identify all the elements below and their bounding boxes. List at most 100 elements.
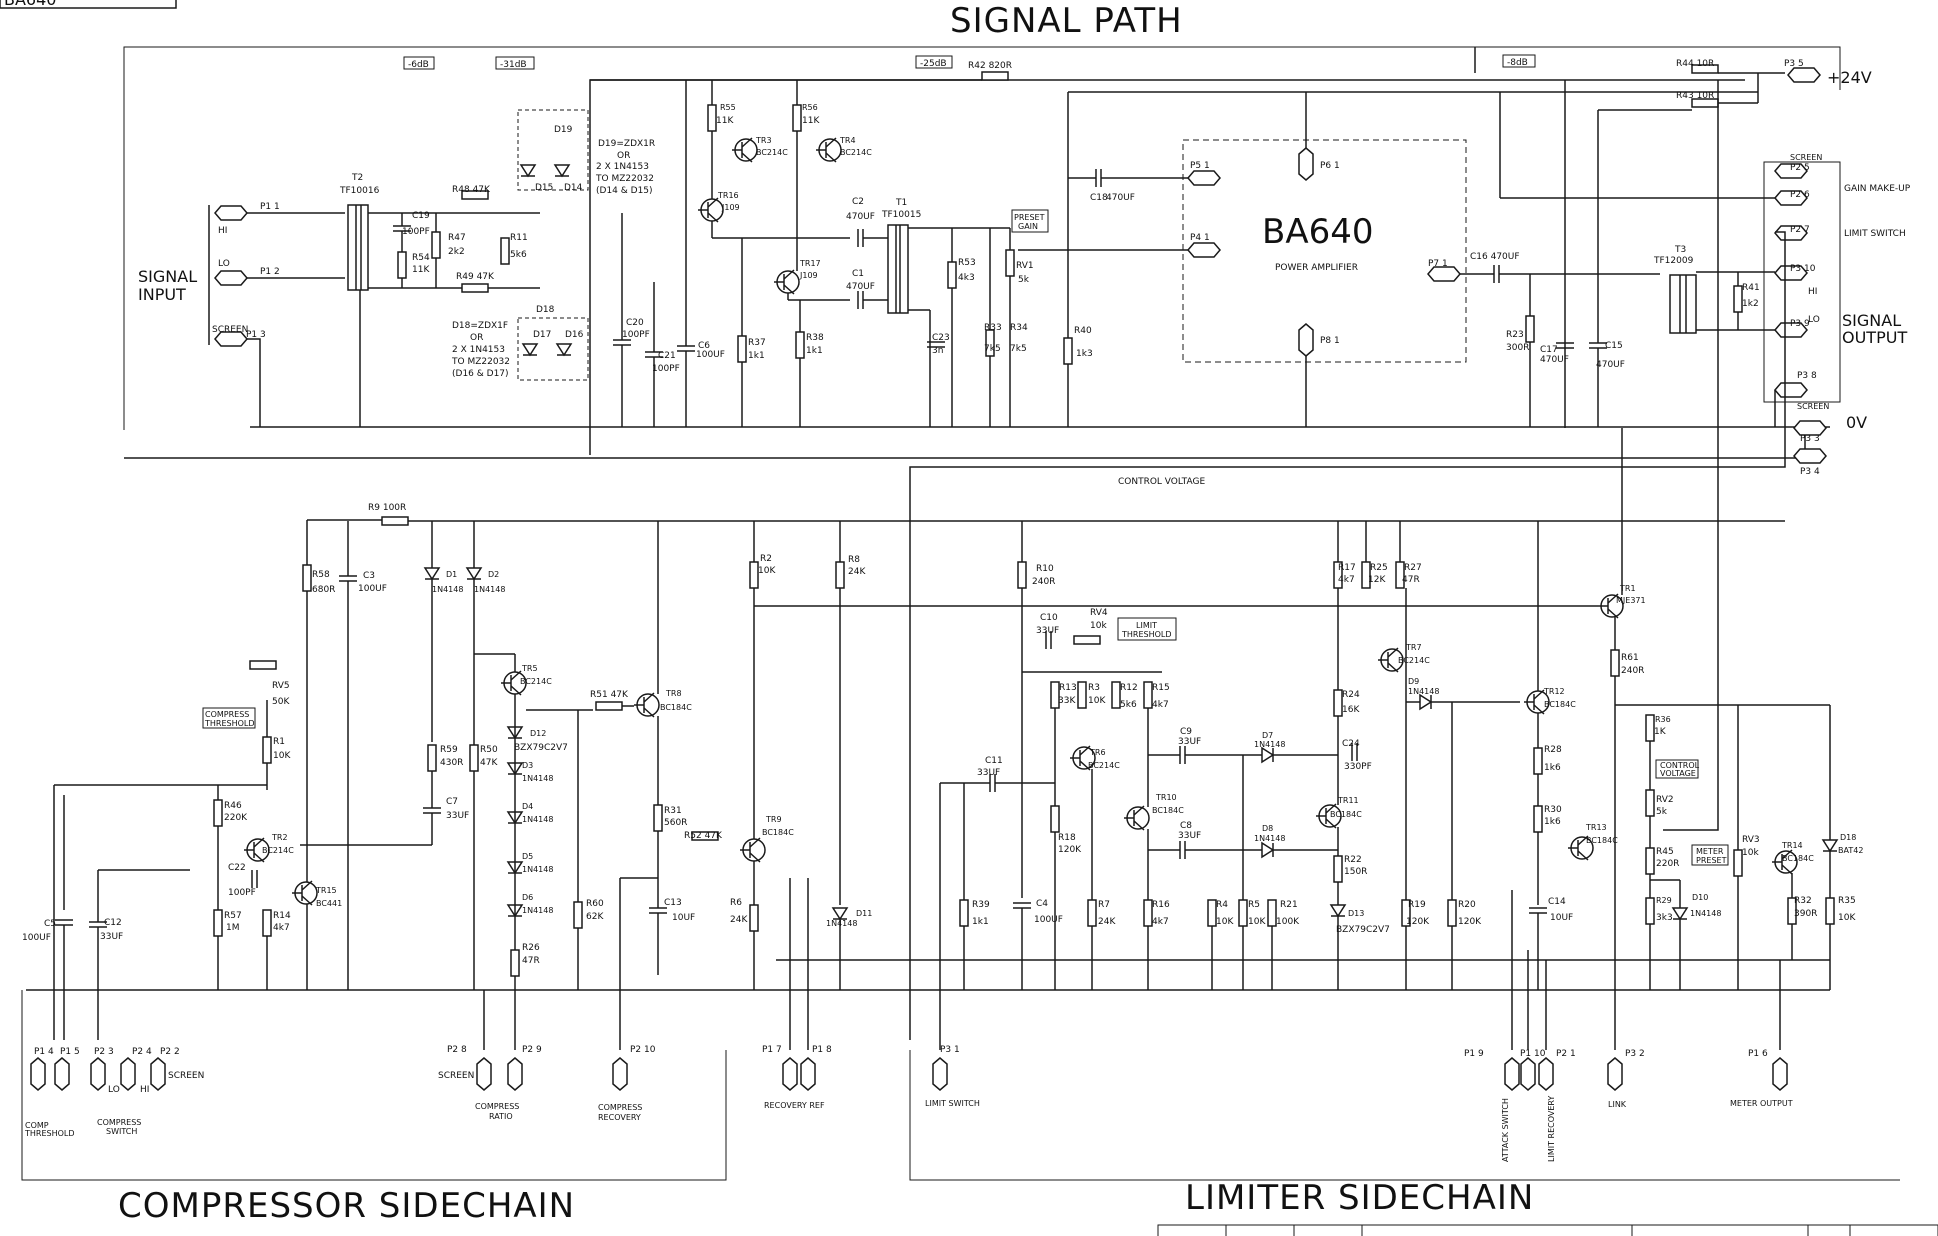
corner-tag: BA640 — [0, 0, 177, 9]
svg-text:MJE371: MJE371 — [1616, 596, 1646, 605]
svg-text:COMPRESS: COMPRESS — [598, 1103, 642, 1112]
svg-text:C14: C14 — [1548, 897, 1566, 907]
transformer-t3: T3 TF12009 — [1653, 245, 1697, 334]
svg-text:TR6: TR6 — [1089, 748, 1106, 757]
svg-text:C24: C24 — [1342, 739, 1360, 749]
plus24-label: +24V — [1827, 68, 1872, 87]
svg-text:10UF: 10UF — [1550, 913, 1573, 923]
svg-text:1N4148: 1N4148 — [1408, 687, 1439, 696]
svg-text:D19: D19 — [554, 125, 573, 135]
svg-text:R13: R13 — [1059, 683, 1077, 693]
svg-text:TR2: TR2 — [271, 833, 288, 842]
svg-text:2 X 1N4153: 2 X 1N4153 — [596, 162, 649, 172]
svg-text:1k6: 1k6 — [1544, 763, 1561, 773]
svg-text:R28: R28 — [1544, 745, 1562, 755]
svg-text:T2: T2 — [351, 173, 363, 183]
corner-tag-text: BA640 — [4, 0, 56, 9]
svg-text:P2 1: P2 1 — [1556, 1049, 1576, 1059]
svg-text:47R: 47R — [522, 956, 540, 966]
svg-text:1N4148: 1N4148 — [522, 815, 553, 824]
ba640-amplifier: BA640 POWER AMPLIFIER — [1182, 139, 1467, 363]
svg-text:RV4: RV4 — [1090, 608, 1108, 618]
d19-note: D19=ZDX1R OR 2 X 1N4153 TO MZ22032 (D14 … — [595, 139, 655, 196]
svg-text:BAT42: BAT42 — [1838, 846, 1863, 855]
svg-text:COMPRESS: COMPRESS — [97, 1118, 141, 1127]
svg-text:R44 10R: R44 10R — [1676, 59, 1714, 69]
svg-text:470UF: 470UF — [1540, 355, 1569, 365]
svg-text:R26: R26 — [522, 943, 540, 953]
svg-text:R60: R60 — [586, 899, 604, 909]
svg-text:D11: D11 — [856, 909, 872, 918]
svg-text:P1 4: P1 4 — [34, 1047, 54, 1057]
svg-text:R18: R18 — [1058, 833, 1076, 843]
svg-text:C19: C19 — [412, 211, 430, 221]
svg-text:COMPRESS: COMPRESS — [205, 710, 249, 719]
svg-text:R10: R10 — [1036, 564, 1054, 574]
svg-text:1k6: 1k6 — [1544, 817, 1561, 827]
svg-text:33UF: 33UF — [977, 768, 1000, 778]
svg-text:D12: D12 — [530, 729, 546, 738]
svg-text:D7: D7 — [1262, 731, 1273, 740]
svg-text:R11: R11 — [510, 233, 528, 243]
svg-text:HI: HI — [1808, 287, 1817, 297]
svg-text:P7 1: P7 1 — [1428, 259, 1448, 269]
svg-text:THRESHOLD: THRESHOLD — [204, 719, 255, 728]
svg-text:300R: 300R — [1506, 343, 1529, 353]
svg-text:SCREEN: SCREEN — [438, 1071, 474, 1081]
svg-text:LIMIT: LIMIT — [1136, 621, 1157, 630]
svg-text:TO MZ22032: TO MZ22032 — [595, 174, 654, 184]
svg-text:5k6: 5k6 — [1120, 700, 1137, 710]
svg-text:1N4148: 1N4148 — [474, 585, 505, 594]
svg-text:D18: D18 — [536, 305, 555, 315]
svg-text:BC214C: BC214C — [1088, 761, 1120, 770]
svg-text:LIMIT RECOVERY: LIMIT RECOVERY — [1547, 1096, 1556, 1162]
svg-text:CONTROL: CONTROL — [1660, 761, 1700, 770]
svg-text:R55: R55 — [720, 103, 736, 112]
svg-text:TR16: TR16 — [717, 191, 739, 200]
svg-text:R58: R58 — [312, 570, 330, 580]
svg-text:R39: R39 — [972, 900, 990, 910]
svg-text:P3 4: P3 4 — [1800, 467, 1820, 477]
svg-text:R59: R59 — [440, 745, 458, 755]
svg-text:TF12009: TF12009 — [1653, 256, 1694, 266]
svg-text:R57: R57 — [224, 911, 242, 921]
svg-text:BC184C: BC184C — [1544, 700, 1576, 709]
svg-text:24K: 24K — [1098, 917, 1116, 927]
svg-text:PRESET: PRESET — [1696, 856, 1727, 865]
signal-path-title: SIGNAL PATH — [950, 1, 1183, 41]
svg-text:10K: 10K — [273, 751, 291, 761]
svg-text:LINK: LINK — [1608, 1100, 1627, 1109]
svg-text:R2: R2 — [760, 554, 772, 564]
svg-text:10K: 10K — [758, 566, 776, 576]
svg-text:1k3: 1k3 — [1076, 349, 1093, 359]
svg-text:LO: LO — [108, 1085, 120, 1095]
amp-desc: POWER AMPLIFIER — [1275, 263, 1358, 273]
svg-text:560R: 560R — [664, 818, 687, 828]
svg-text:33UF: 33UF — [1036, 626, 1059, 636]
svg-text:1k2: 1k2 — [1742, 299, 1759, 309]
svg-text:R16: R16 — [1152, 900, 1170, 910]
svg-text:HI: HI — [218, 226, 227, 236]
svg-text:R42 820R: R42 820R — [968, 61, 1012, 71]
svg-text:R50: R50 — [480, 745, 498, 755]
svg-text:P2 8: P2 8 — [447, 1045, 467, 1055]
svg-text:5k: 5k — [1656, 807, 1668, 817]
svg-text:J109: J109 — [799, 271, 818, 280]
svg-text:R25: R25 — [1370, 563, 1388, 573]
svg-text:TR9: TR9 — [765, 815, 782, 824]
svg-text:C8: C8 — [1180, 821, 1192, 831]
svg-text:R1: R1 — [273, 737, 285, 747]
svg-text:R27: R27 — [1404, 563, 1422, 573]
svg-text:C22: C22 — [228, 863, 246, 873]
svg-text:R6: R6 — [730, 898, 742, 908]
svg-text:R15: R15 — [1152, 683, 1170, 693]
frame-lines — [21, 46, 1900, 1181]
svg-text:TO MZ22032: TO MZ22032 — [451, 357, 510, 367]
svg-text:BC441: BC441 — [316, 899, 342, 908]
svg-text:1N4148: 1N4148 — [1254, 740, 1285, 749]
level-markers: -6dB -31dB -25dB -8dB — [403, 54, 1536, 70]
svg-text:1N4148: 1N4148 — [522, 865, 553, 874]
svg-text:R53: R53 — [958, 258, 976, 268]
